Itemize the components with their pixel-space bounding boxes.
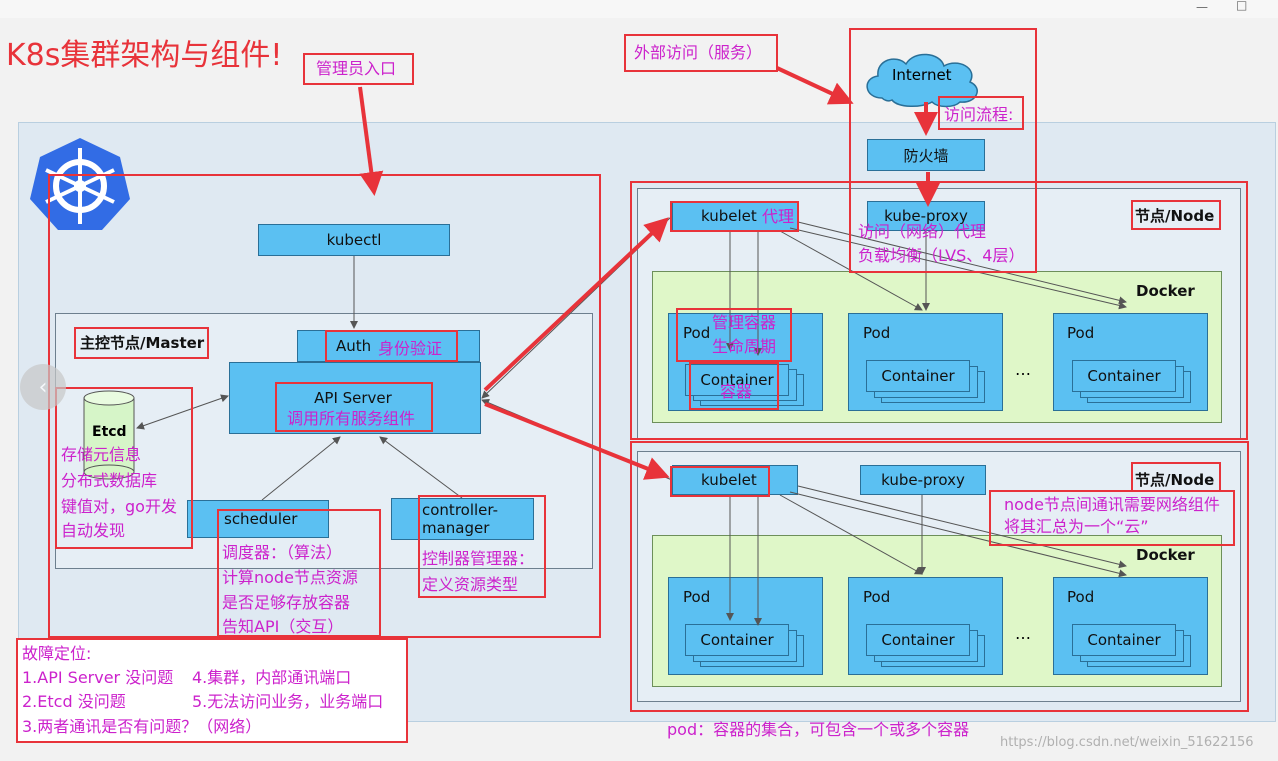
external-access-note: 外部访问（服务）: [634, 43, 763, 62]
node2-docker-label: Docker: [1136, 546, 1195, 564]
kubernetes-logo-icon: [30, 138, 130, 230]
node2-label: 节点/Node: [1135, 471, 1215, 489]
api-server-label: API Server: [314, 389, 392, 407]
network-frame: [989, 490, 1235, 546]
node1-kubelet-box: kubelet: [672, 201, 798, 231]
prev-slide-icon[interactable]: ‹: [20, 364, 66, 410]
external-access-frame: [624, 34, 778, 72]
page-title: K8s集群架构与组件!: [6, 38, 283, 73]
etcd-note-line-4: 自动发现: [61, 521, 126, 540]
window-top-bar: [0, 0, 1278, 18]
node1-docker-label: Docker: [1136, 282, 1195, 300]
access-flow-note: 访问流程:: [944, 105, 1014, 124]
etcd-note-line-3: 键值对，go开发: [61, 497, 177, 516]
internet-cloud-icon: [866, 53, 978, 108]
container-note: 容器: [720, 382, 753, 401]
node1-pod-2-container: Container: [866, 360, 970, 392]
master-label-frame: [74, 327, 209, 359]
scheduler-frame: [217, 509, 381, 637]
node1-kubelet-label: kubelet: [701, 207, 757, 225]
node2-kubelet-label: kubelet: [701, 471, 757, 489]
admin-entry-frame: [303, 53, 414, 85]
node1-pod-3-label: Pod: [1067, 324, 1095, 342]
network-note-line-1: node节点间通讯需要网络组件: [1004, 495, 1220, 514]
container-frame: [689, 362, 779, 410]
network-note-line-2: 将其汇总为一个“云”: [1004, 517, 1149, 536]
controller-note-line-1: 控制器管理器：: [422, 549, 535, 568]
proxy-note-line-1: 访问（网络）代理: [858, 222, 987, 241]
auth-label: Auth: [336, 337, 372, 355]
auth-note: 身份验证: [378, 339, 443, 358]
etcd-cylinder-icon: [83, 390, 135, 480]
access-flow-label-frame: [938, 96, 1024, 130]
node2-pod-3-label: Pod: [1067, 588, 1095, 606]
etcd-label: Etcd: [92, 424, 127, 440]
manage-container-frame: [676, 308, 792, 362]
node2-kube-proxy-box: kube-proxy: [860, 465, 986, 495]
troubleshoot-item-1: 1.API Server 没问题: [22, 668, 174, 687]
minimize-icon[interactable]: —: [1196, 0, 1208, 14]
node1-ellipsis: …: [1015, 360, 1031, 379]
admin-entry-note: 管理员入口: [316, 59, 397, 78]
controller-frame: [418, 495, 546, 598]
node2-pod-2-label: Pod: [863, 588, 891, 606]
auth-frame: [325, 330, 458, 362]
scheduler-note-line-4: 告知API（交互）: [222, 617, 344, 636]
controller-note-line-2: 定义资源类型: [422, 575, 519, 594]
node2-ellipsis: …: [1015, 624, 1031, 643]
scheduler-box: scheduler: [187, 500, 329, 538]
kubelet-proxy-note: 代理: [762, 207, 795, 226]
node2-pod-2-container: Container: [866, 624, 970, 656]
api-server-note: 调用所有服务组件: [287, 409, 416, 428]
troubleshoot-item-4: 4.集群，内部通讯端口: [192, 668, 352, 687]
node1-pod-3-container: Container: [1072, 360, 1176, 392]
node1-kubelet-frame: [670, 201, 799, 232]
scheduler-note-line-3: 是否足够存放容器: [222, 593, 351, 612]
controller-manager-box: controller- manager: [391, 498, 534, 540]
node1-pod-1-container: Container: [685, 364, 789, 396]
node1-frame: [630, 181, 1248, 440]
node1-label: 节点/Node: [1135, 207, 1215, 225]
node2-kubelet-box: kubelet: [672, 465, 798, 495]
access-flow-frame: [849, 28, 1037, 273]
troubleshoot-frame: [16, 638, 408, 743]
node2-frame: [630, 441, 1249, 712]
node2-pod-1-container: Container: [685, 624, 789, 656]
scheduler-note-line-1: 调度器：（算法）: [222, 543, 343, 562]
etcd-note-line-2: 分布式数据库: [61, 471, 158, 490]
api-server-frame: [275, 382, 433, 432]
api-server-box: [229, 362, 481, 434]
node2-pod-1-label: Pod: [683, 588, 711, 606]
manage-container-note-line-2: 生命周期: [712, 337, 777, 356]
manage-container-note-line-1: 管理容器: [712, 313, 777, 332]
master-label: 主控节点/Master: [80, 334, 205, 352]
node2-kubelet-frame: [670, 466, 770, 497]
etcd-note-line-1: 存储元信息: [61, 445, 142, 464]
controller-manager-line-2: manager: [422, 519, 490, 537]
troubleshoot-item-2: 2.Etcd 没问题: [22, 692, 126, 711]
internet-label: Internet: [892, 66, 952, 84]
troubleshoot-title: 故障定位:: [22, 644, 92, 663]
node1-pod-1-label: Pod: [683, 324, 711, 342]
node2-pod-3-container: Container: [1072, 624, 1176, 656]
scheduler-note-line-2: 计算node节点资源: [222, 568, 358, 587]
etcd-frame: [55, 387, 193, 549]
node1-pod-2-label: Pod: [863, 324, 891, 342]
maximize-icon[interactable]: □: [1236, 0, 1248, 12]
scheduler-label: scheduler: [224, 510, 298, 528]
pod-note: pod：容器的集合，可包含一个或多个容器: [667, 720, 970, 739]
node1-label-frame: [1131, 200, 1221, 230]
proxy-note-line-2: 负载均衡（LVS、4层）: [858, 246, 1025, 265]
troubleshoot-item-3: 3.两者通讯是否有问题？（网络）: [22, 717, 262, 736]
firewall-box: 防火墙: [867, 139, 985, 171]
auth-box: Auth: [297, 330, 480, 362]
kubectl-box: kubectl: [258, 224, 450, 256]
controller-manager-line-1: controller-: [422, 501, 499, 519]
troubleshoot-item-5: 5.无法访问业务，业务端口: [192, 692, 384, 711]
watermark: https://blog.csdn.net/weixin_51622156: [1000, 735, 1254, 750]
